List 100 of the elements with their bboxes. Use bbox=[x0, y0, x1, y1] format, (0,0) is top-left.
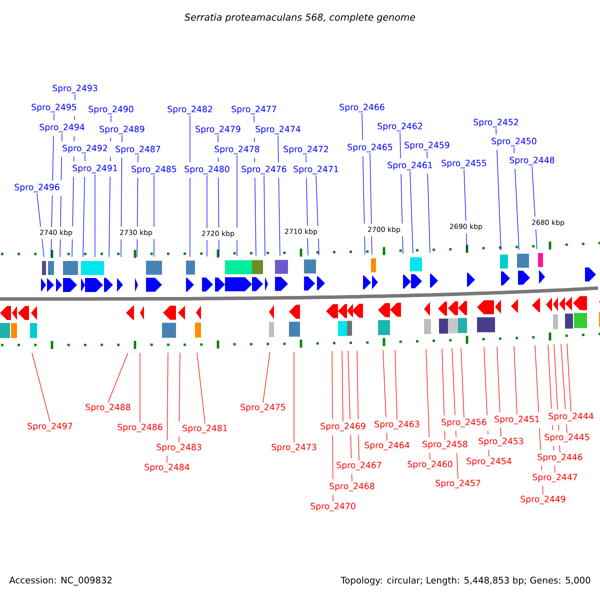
leader-line bbox=[108, 352, 128, 403]
gene-label: Spro_2475 bbox=[240, 404, 286, 412]
gene-label: Spro_2457 bbox=[436, 480, 480, 488]
gene-label: Spro_2491 bbox=[72, 164, 118, 174]
gene-label: Spro_2459 bbox=[404, 142, 450, 150]
gene-label: Spro_2452 bbox=[474, 118, 518, 128]
leader-line bbox=[410, 171, 414, 254]
gene-label: Spro_2453 bbox=[478, 438, 524, 446]
leader-line bbox=[254, 115, 256, 256]
gene-label: Spro_2469 bbox=[320, 422, 366, 432]
leader-line bbox=[50, 113, 54, 258]
leader-line bbox=[316, 175, 320, 256]
leader-line bbox=[342, 350, 344, 422]
gene-label: Spro_2497 bbox=[28, 422, 72, 432]
leader-line bbox=[306, 155, 308, 256]
leader-line bbox=[332, 350, 334, 502]
leader-line bbox=[136, 155, 138, 258]
gene-label: Spro_2486 bbox=[118, 424, 162, 432]
leader-line bbox=[32, 352, 50, 422]
gene-label: Spro_2460 bbox=[408, 460, 452, 470]
gene-label: Spro_2484 bbox=[144, 464, 190, 472]
leader-line bbox=[206, 175, 208, 257]
gene-label: Spro_2467 bbox=[336, 462, 382, 470]
title: Serratia proteamaculans 568, complete genome bbox=[184, 13, 416, 23]
footer-text: Accession: NC_009832 bbox=[9, 576, 112, 586]
gene-label: Spro_2490 bbox=[88, 106, 134, 114]
leader-line bbox=[178, 352, 180, 443]
gene-label: Spro_2444 bbox=[548, 412, 594, 422]
gene-label: Spro_2447 bbox=[532, 474, 578, 482]
gene-label: Spro_2456 bbox=[442, 418, 486, 428]
leader-line bbox=[382, 350, 388, 441]
leader-line bbox=[60, 133, 62, 258]
gene-label: Spro_2464 bbox=[364, 442, 410, 450]
gene-label: Spro_2445 bbox=[544, 434, 590, 442]
gene-label: Spro_2474 bbox=[256, 126, 300, 134]
leader-line bbox=[548, 344, 556, 473]
gene-label: Spro_2480 bbox=[184, 166, 230, 174]
leader-line bbox=[82, 154, 86, 258]
gene-label: Spro_2450 bbox=[492, 138, 536, 146]
leader-line bbox=[514, 346, 518, 415]
gene-label: Spro_2463 bbox=[374, 420, 420, 430]
leader-line bbox=[496, 128, 502, 251]
leader-line bbox=[534, 344, 544, 495]
leader-line bbox=[554, 344, 560, 453]
leader-line bbox=[460, 348, 464, 418]
leader-line bbox=[236, 155, 238, 257]
leader-line bbox=[464, 169, 468, 252]
gene-label: Spro_2454 bbox=[466, 458, 512, 466]
gene-label: Spro_2446 bbox=[538, 454, 582, 462]
leader-line bbox=[196, 352, 206, 424]
leader-line bbox=[394, 350, 398, 420]
gene-label: Spro_2487 bbox=[116, 146, 160, 154]
gene-label: Spro_2485 bbox=[132, 166, 176, 174]
leader-line bbox=[566, 343, 572, 412]
leader-line bbox=[426, 348, 430, 460]
gene-label: Spro_2458 bbox=[422, 440, 468, 450]
leader-line bbox=[496, 346, 502, 437]
leader-line bbox=[120, 135, 122, 258]
leader-line bbox=[262, 352, 270, 403]
gene-label: Spro_2488 bbox=[86, 404, 130, 412]
leader-line bbox=[108, 115, 112, 258]
leader-line bbox=[370, 153, 372, 255]
gene-label: Spro_2448 bbox=[510, 156, 554, 166]
leader-line bbox=[264, 175, 266, 256]
leader-line bbox=[72, 94, 76, 258]
leader-line bbox=[514, 147, 520, 250]
gene-label: Spro_2470 bbox=[310, 502, 356, 512]
gene-label: Spro_2495 bbox=[32, 104, 76, 112]
leader-line bbox=[442, 348, 446, 440]
gene-label: Spro_2492 bbox=[62, 144, 107, 154]
gene-label: Spro_2462 bbox=[378, 122, 422, 132]
gene-label: Spro_2473 bbox=[272, 444, 316, 452]
leader-line bbox=[278, 135, 280, 256]
leader-line bbox=[166, 352, 168, 463]
leader-line bbox=[426, 151, 430, 254]
gene-label: Spro_2472 bbox=[284, 146, 328, 154]
leader-line bbox=[356, 350, 360, 461]
leader-line bbox=[400, 132, 404, 254]
gene-label: Spro_2481 bbox=[182, 424, 228, 434]
gene-label: Spro_2479 bbox=[196, 126, 240, 134]
gene-label: Spro_2496 bbox=[14, 184, 60, 192]
gene-label: Spro_2493 bbox=[52, 84, 98, 94]
gene-label: Spro_2455 bbox=[442, 160, 486, 168]
gene-label: Spro_2489 bbox=[100, 126, 144, 134]
leader-line bbox=[362, 113, 366, 255]
gene-label: Spro_2461 bbox=[388, 162, 432, 170]
gene-label: Spro_2466 bbox=[340, 104, 384, 112]
gene-label: Spro_2494 bbox=[40, 124, 84, 132]
gene-label: Spro_2465 bbox=[348, 144, 392, 152]
gene-label: Spro_2478 bbox=[214, 146, 260, 154]
leader-line bbox=[452, 348, 458, 479]
leader-line bbox=[218, 135, 220, 257]
gene-label: Spro_2451 bbox=[494, 416, 540, 424]
leader-line bbox=[36, 193, 44, 258]
leader-line bbox=[532, 166, 538, 250]
leader-line bbox=[560, 344, 568, 433]
leader-line bbox=[348, 350, 352, 482]
gene-label: Spro_2476 bbox=[242, 166, 286, 174]
gene-label: Spro_2483 bbox=[156, 444, 202, 452]
leader-line bbox=[94, 174, 96, 258]
